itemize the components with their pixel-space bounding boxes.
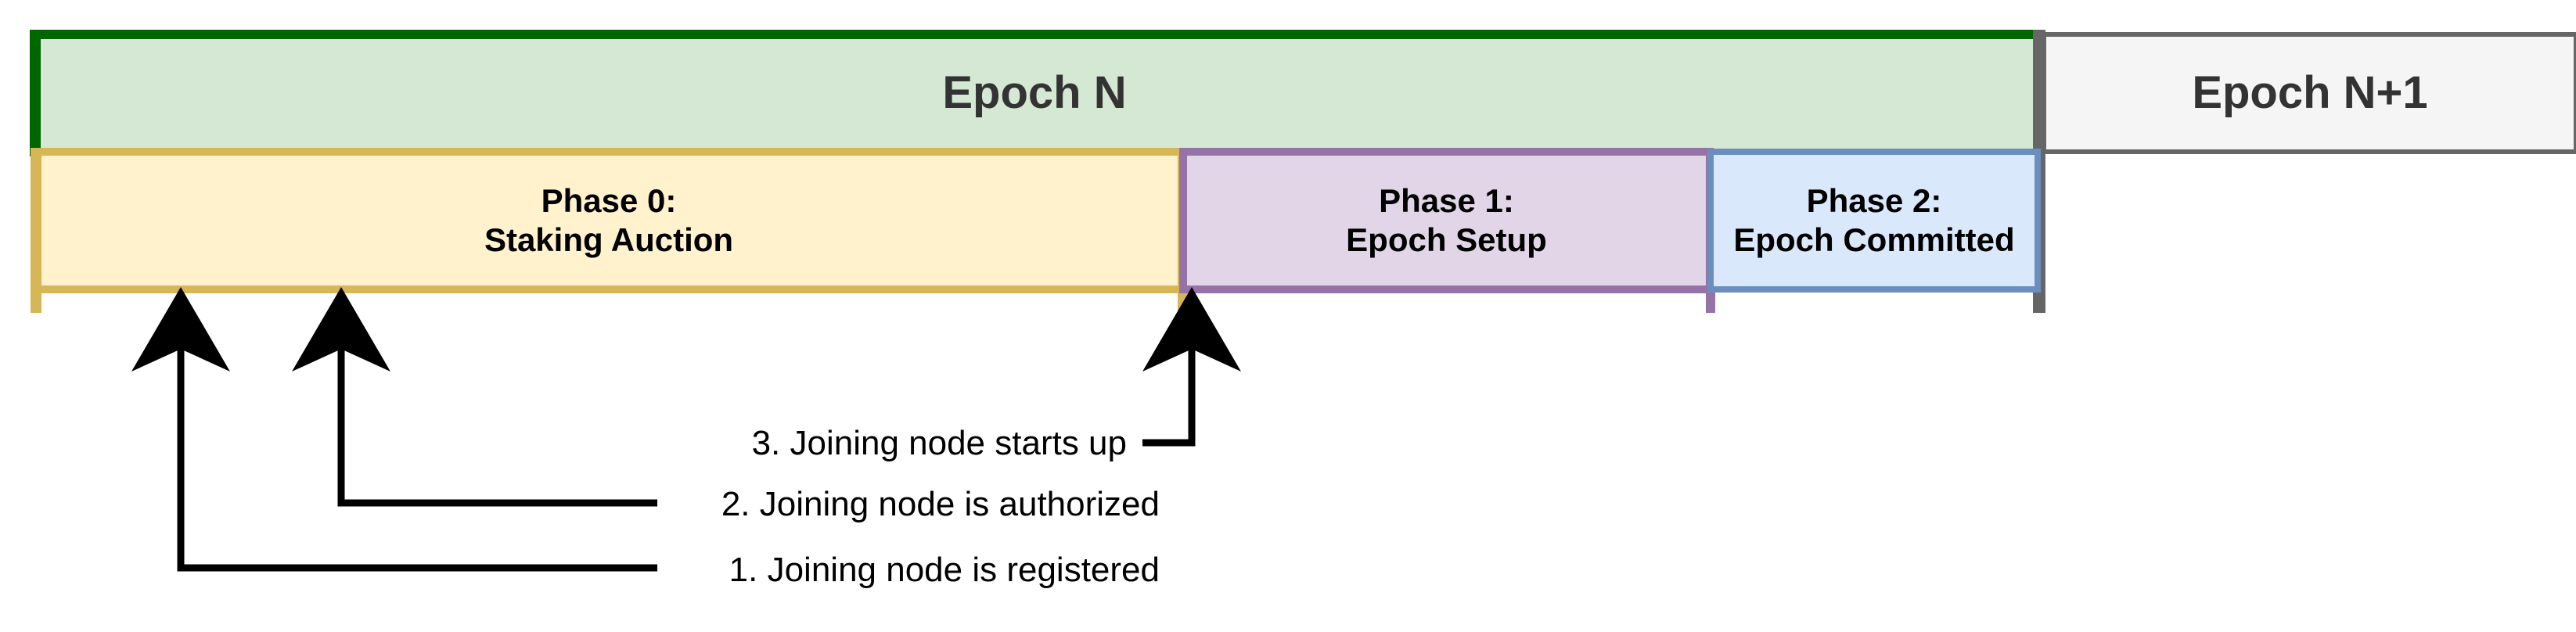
epoch-n-box <box>34 34 2035 152</box>
event-2-leader <box>292 287 657 507</box>
event-2-label-text: 2. Joining node is authorized <box>721 485 1160 523</box>
event-1-label: 1. Joining node is registered <box>0 551 1160 590</box>
epoch-n-top-border <box>34 30 2039 39</box>
phase-0-box <box>31 148 1187 293</box>
epoch-n-plus-1-box <box>2042 32 2576 154</box>
phase-1-box <box>1179 148 1714 293</box>
phase-2-box <box>1707 149 2041 293</box>
event-3-label-text: 3. Joining node starts up <box>751 424 1127 462</box>
phase-0-left-tick <box>31 152 41 313</box>
event-1-leader <box>131 287 657 572</box>
event-2-label: 2. Joining node is authorized <box>0 485 1160 524</box>
event-3-label: 3. Joining node starts up <box>0 424 1127 463</box>
event-1-label-text: 1. Joining node is registered <box>729 551 1160 589</box>
epoch-n-left-border <box>30 30 41 156</box>
event-3-leader <box>1142 287 1241 447</box>
